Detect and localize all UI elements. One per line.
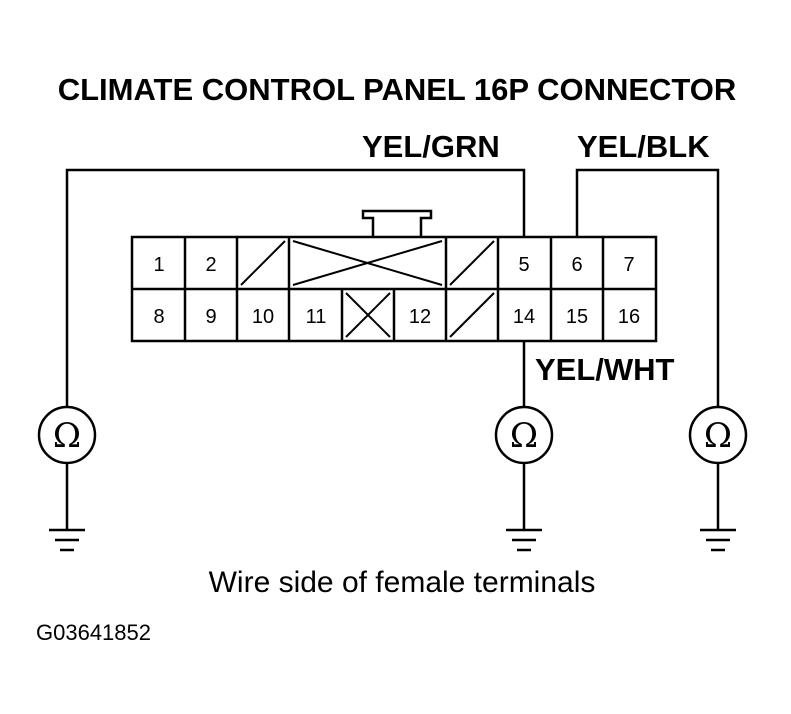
pin-1: 1 bbox=[153, 254, 164, 276]
ohmmeter-right: Ω bbox=[688, 405, 748, 552]
unused-cavity-13 bbox=[449, 292, 495, 338]
wire-label-yel-blk: YEL/BLK bbox=[577, 129, 710, 164]
figure-code: G03641852 bbox=[36, 620, 151, 645]
ground-icon bbox=[49, 528, 85, 552]
ohmmeter-left: Ω bbox=[37, 405, 97, 552]
unused-cavity-4b bbox=[449, 240, 495, 286]
pin-7: 7 bbox=[623, 254, 634, 276]
ohm-icon: Ω bbox=[704, 416, 732, 456]
diagram-title: CLIMATE CONTROL PANEL 16P CONNECTOR bbox=[58, 72, 737, 107]
pin-14: 14 bbox=[513, 306, 535, 328]
pin-8: 8 bbox=[153, 306, 164, 328]
diagram-caption: Wire side of female terminals bbox=[209, 566, 596, 599]
pin-11: 11 bbox=[306, 306, 327, 328]
wire-yel-blk bbox=[575, 168, 720, 407]
ground-icon bbox=[506, 528, 542, 552]
connector-latch bbox=[361, 209, 433, 237]
unused-cavity-12a bbox=[345, 292, 391, 338]
ohm-icon: Ω bbox=[53, 416, 81, 456]
wire-label-yel-wht: YEL/WHT bbox=[535, 352, 675, 387]
pin-10: 10 bbox=[252, 306, 274, 328]
ground-icon bbox=[700, 528, 736, 552]
ohm-icon: Ω bbox=[510, 416, 538, 456]
unused-cavity-3 bbox=[240, 240, 286, 286]
pin-12: 12 bbox=[409, 306, 431, 328]
unused-cavity-4-block bbox=[292, 240, 443, 286]
pin-15: 15 bbox=[566, 306, 588, 328]
pin-16: 16 bbox=[618, 306, 640, 328]
pin-5: 5 bbox=[518, 254, 529, 276]
wire-yel-grn bbox=[65, 168, 526, 407]
pin-9: 9 bbox=[205, 306, 216, 328]
pin-6: 6 bbox=[571, 254, 582, 276]
ohmmeter-middle: Ω bbox=[494, 405, 554, 552]
pin-2: 2 bbox=[205, 254, 216, 276]
connector-body bbox=[130, 235, 658, 343]
wire-label-yel-grn: YEL/GRN bbox=[362, 129, 500, 164]
